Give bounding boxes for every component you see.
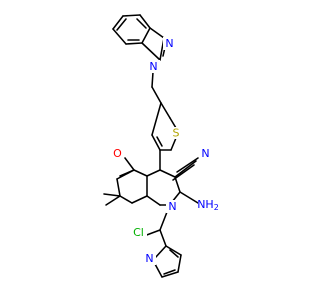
bond: [176, 157, 199, 173]
bond: [165, 245, 182, 256]
bond: [116, 178, 121, 197]
bond: [177, 254, 182, 273]
bond: [151, 86, 162, 104]
label-bg: [166, 200, 179, 213]
bond: [151, 134, 161, 151]
bond: [112, 15, 124, 30]
molecule-structure: N N S O N NH2 N Cl N: [103, 14, 226, 278]
bonds: [103, 14, 199, 278]
bond: [139, 14, 151, 29]
label-bg: [130, 226, 147, 239]
bond: [112, 28, 127, 45]
bond: [125, 42, 143, 45]
atom-n-nitrile: N: [201, 147, 209, 160]
atom-n-ring: N: [168, 200, 176, 213]
atom-labels: N N S O N NH2 N Cl N: [111, 37, 226, 265]
bond: [151, 102, 162, 136]
label-bg: [147, 60, 160, 73]
bond: [169, 117, 177, 129]
bond: [154, 245, 167, 259]
bond: [149, 27, 165, 39]
bond: [159, 211, 168, 231]
atom-s-thiophene: S: [173, 127, 180, 140]
atom-n-benzimidazole-bottom: N: [149, 60, 157, 73]
bond: [116, 18, 127, 31]
bond: [141, 42, 161, 61]
label-bg: [163, 37, 176, 50]
bond: [151, 71, 154, 88]
bond: [105, 195, 121, 206]
bond: [119, 169, 135, 177]
bond: [159, 169, 176, 178]
bond: [154, 263, 163, 278]
atom-n-pyridine: N: [145, 252, 153, 265]
bond: [179, 191, 199, 204]
bond: [131, 195, 148, 204]
bond: [136, 18, 147, 29]
amine-text: NH: [197, 198, 214, 211]
bond: [174, 176, 181, 193]
atom-nh2-amine: NH2: [197, 198, 219, 212]
bond: [156, 136, 163, 147]
atom-o-ketone: O: [113, 147, 122, 160]
atom-n-benzimidazole-top: N: [165, 37, 173, 50]
bond: [133, 169, 148, 177]
bond: [174, 160, 197, 178]
label-bg: [170, 127, 182, 139]
bond: [172, 164, 195, 181]
bond: [160, 102, 171, 119]
bond: [146, 195, 161, 206]
bond: [119, 195, 133, 204]
label-bg: [111, 147, 124, 160]
amine-subscript: 2: [214, 203, 219, 212]
bond: [169, 249, 179, 258]
label-bg: [198, 197, 226, 211]
label-bg: [143, 252, 156, 265]
bond: [124, 157, 135, 171]
bond: [141, 27, 151, 44]
atom-cl-chloro: Cl: [133, 226, 144, 239]
bond: [159, 229, 167, 247]
label-bg: [199, 147, 212, 160]
bond: [170, 137, 177, 151]
bond: [163, 269, 176, 275]
bond: [122, 14, 141, 17]
bond: [103, 193, 121, 197]
bond: [161, 271, 179, 278]
bond: [146, 169, 161, 177]
